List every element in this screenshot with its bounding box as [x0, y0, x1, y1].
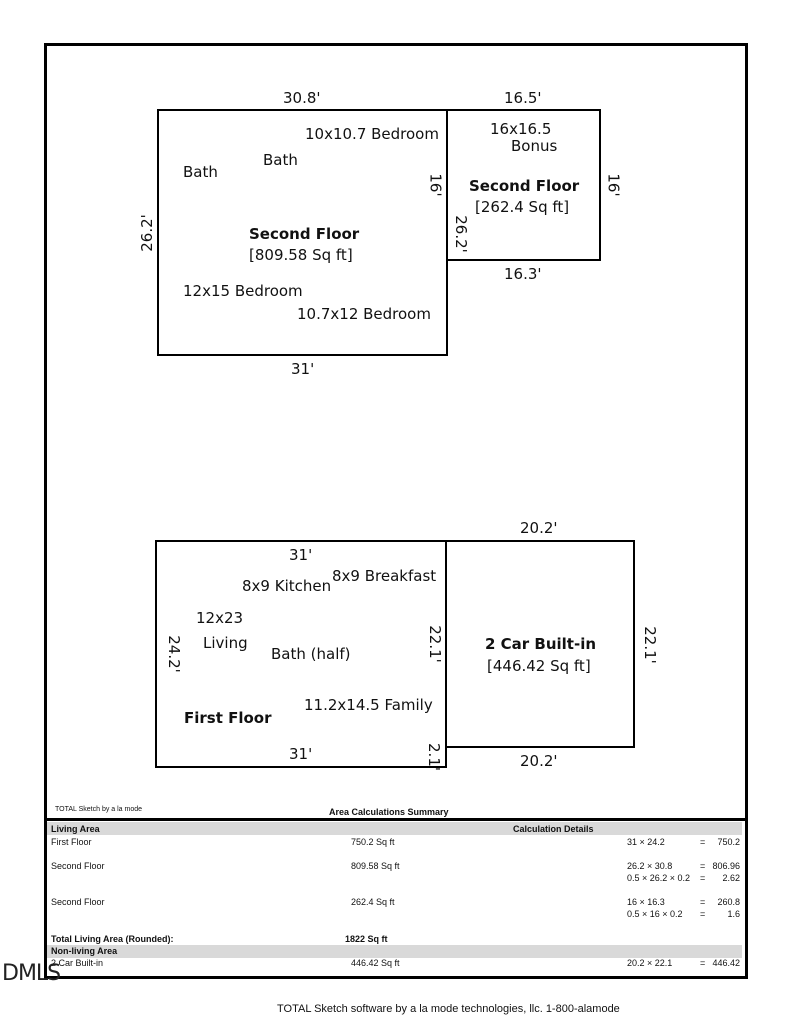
dim-top: 16.5' [504, 89, 542, 107]
floor-area: [446.42 Sq ft] [487, 657, 591, 675]
dim-right-lower: 2.1' [424, 743, 443, 771]
row-expr: 0.5 × 16 × 0.2 [627, 909, 683, 919]
floor-title: Second Floor [469, 177, 580, 195]
row-val: 2.62 [722, 873, 740, 883]
room-family: 11.2x14.5 Family [304, 696, 433, 714]
row-name: Second Floor [51, 861, 105, 871]
floor-title: First Floor [184, 709, 272, 727]
dim-top: 30.8' [283, 89, 321, 107]
dim-bottom: 16.3' [504, 265, 542, 283]
row-area: 446.42 Sq ft [351, 958, 400, 968]
dim-bottom: 31' [291, 360, 315, 378]
row-area: 809.58 Sq ft [351, 861, 400, 871]
dim-right: 22.1' [640, 626, 659, 664]
sketch-frame [44, 43, 748, 979]
row-expr: 20.2 × 22.1 [627, 958, 673, 968]
garage-room [445, 540, 635, 748]
dim-right-upper: 22.1' [425, 625, 444, 663]
summary-title: Area Calculations Summary [329, 807, 449, 817]
dim-right-upper: 16' [426, 173, 445, 197]
row-eq: = [700, 861, 706, 871]
room-bath-1: Bath [263, 151, 298, 169]
floor-title: Second Floor [249, 225, 360, 243]
row-area: 262.4 Sq ft [351, 897, 395, 907]
dim-right: 16' [604, 173, 623, 197]
row-eq: = [700, 958, 706, 968]
room-kitchen: 8x9 Kitchen [242, 577, 332, 595]
dim-top: 31' [289, 546, 313, 564]
second-floor-bonus-room [446, 109, 601, 261]
dim-bottom: 31' [289, 745, 313, 763]
room-bedroom-2: 12x15 Bedroom [183, 282, 303, 300]
dim-top: 20.2' [520, 519, 558, 537]
nonliving-header: Non-living Area [51, 946, 118, 956]
room-bonus-size: 16x16.5 [490, 120, 552, 138]
dim-left: 24.2' [164, 635, 183, 673]
row-name: First Floor [51, 837, 92, 847]
floor-area: [262.4 Sq ft] [475, 198, 570, 216]
dim-bottom: 20.2' [520, 752, 558, 770]
room-breakfast: 8x9 Breakfast [332, 567, 437, 585]
row-name: Second Floor [51, 897, 105, 907]
row-val: 750.2 [717, 837, 740, 847]
floor-title: 2 Car Built-in [485, 635, 597, 653]
row-expr: 16 × 16.3 [627, 897, 665, 907]
row-eq: = [700, 897, 706, 907]
row-expr: 26.2 × 30.8 [627, 861, 673, 871]
room-living-size: 12x23 [196, 609, 244, 627]
row-eq: = [700, 909, 706, 919]
row-expr: 31 × 24.2 [627, 837, 665, 847]
row-expr: 0.5 × 26.2 × 0.2 [627, 873, 691, 883]
row-val: 1.6 [727, 909, 740, 919]
row-name: 2 Car Built-in [51, 958, 104, 968]
row-val: 446.42 [712, 958, 740, 968]
row-eq: = [700, 873, 706, 883]
row-eq: = [700, 837, 706, 847]
row-area: 750.2 Sq ft [351, 837, 395, 847]
total-value: 1822 Sq ft [345, 934, 388, 944]
room-bedroom-3: 10.7x12 Bedroom [297, 305, 431, 323]
room-living: Living [203, 634, 248, 652]
row-val: 806.96 [712, 861, 740, 871]
room-bonus-name: Bonus [511, 137, 558, 155]
living-header-bar [47, 822, 742, 835]
row-val: 260.8 [717, 897, 740, 907]
dim-left: 26.2' [137, 214, 156, 252]
room-bedroom-1: 10x10.7 Bedroom [305, 125, 439, 143]
floor-area: [809.58 Sq ft] [249, 246, 353, 264]
sketch-credit: TOTAL Sketch by a la mode [55, 806, 143, 813]
dmls-watermark: DMLS [2, 961, 61, 986]
summary-divider [44, 818, 745, 821]
room-bath-half: Bath (half) [271, 645, 351, 663]
total-label: Total Living Area (Rounded): [51, 934, 174, 944]
footer-credit: TOTAL Sketch software by a la mode techn… [277, 1003, 620, 1015]
living-header: Living Area [51, 824, 100, 834]
calc-header: Calculation Details [513, 824, 594, 834]
room-bath-2: Bath [183, 163, 218, 181]
nonliving-header-bar [47, 945, 742, 958]
